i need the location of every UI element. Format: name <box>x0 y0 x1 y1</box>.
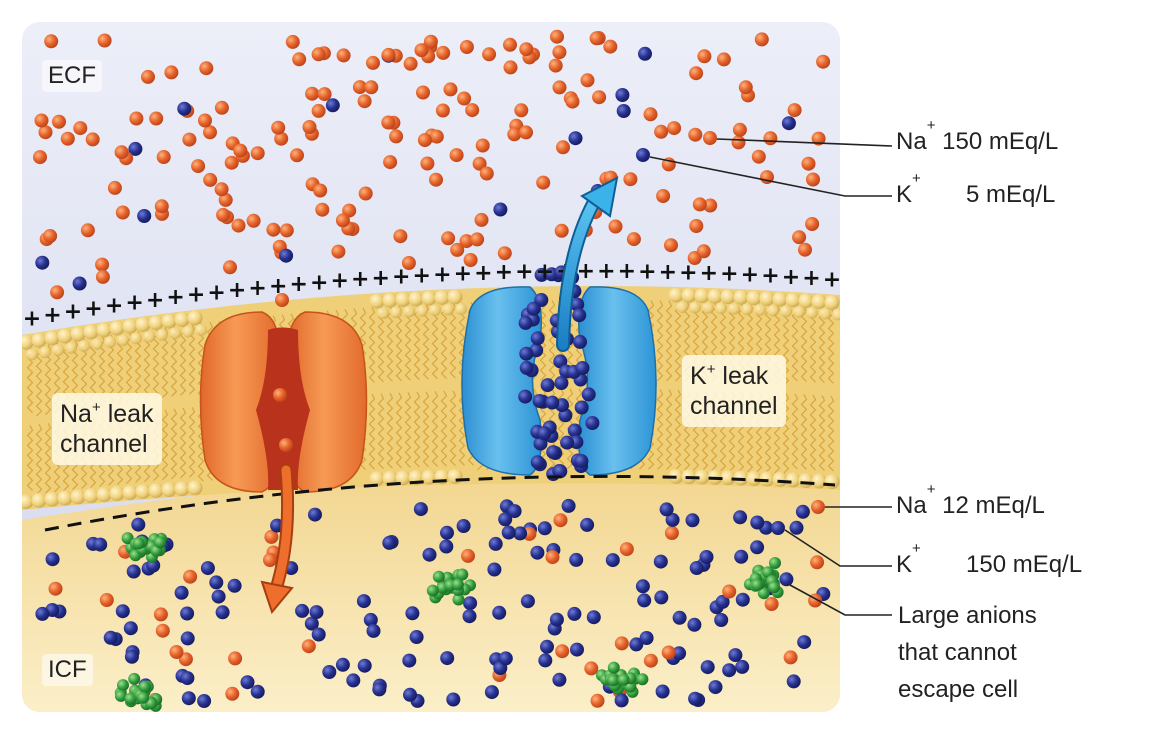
plus-charge: + <box>474 261 492 286</box>
plus-charge: + <box>23 306 41 331</box>
plus-charge: + <box>782 265 800 290</box>
anions-line-1: Large anions <box>898 602 1037 629</box>
k-channel-leak-word: leak <box>722 362 769 390</box>
plus-charge: + <box>166 285 184 310</box>
na-leak-channel <box>199 311 368 493</box>
icf-k-charge: + <box>912 540 921 557</box>
lipid-heads <box>22 287 840 510</box>
plus-charge: + <box>228 278 246 303</box>
icf-k-ion: K <box>896 551 913 578</box>
ecf-na-value: 150 mEq/L <box>942 128 1059 155</box>
plus-charge: + <box>679 260 697 285</box>
ecf-k-value: 5 mEq/L <box>966 181 1056 208</box>
plus-charge: + <box>330 269 348 294</box>
plus-charge: + <box>536 259 554 284</box>
plus-charge: + <box>823 267 841 292</box>
plus-charge: + <box>392 265 410 290</box>
plus-charge: + <box>618 259 636 284</box>
ecf-na-concentration: Na+ 150 mEq/L <box>896 118 1059 156</box>
icf-k-concentration: K+ 150 mEq/L <box>896 541 1126 581</box>
na-channel-ion: Na <box>60 400 92 428</box>
ecf-label: ECF <box>42 60 102 92</box>
icf-na-concentration: Na+ 12 mEq/L <box>896 482 1045 520</box>
plus-charge: + <box>700 261 718 286</box>
k-channel-ion: K <box>690 362 707 390</box>
k-channel-word: channel <box>690 392 778 420</box>
plus-charge: + <box>43 303 61 328</box>
icf-na-ion: Na <box>896 492 927 519</box>
icf-na-charge: + <box>926 481 936 498</box>
plus-charge: + <box>761 264 779 289</box>
k-efflux-arrow <box>556 176 619 352</box>
plus-charge: + <box>720 262 738 287</box>
na-channel-label: Na+ leak channel <box>52 393 162 465</box>
plus-charge: + <box>495 260 513 285</box>
inner-negative-charge-line <box>44 474 836 532</box>
plus-charge: + <box>577 259 595 284</box>
plus-charge: + <box>207 280 225 305</box>
plus-charge: + <box>269 274 287 299</box>
plus-charge: + <box>371 266 389 291</box>
plus-charge: + <box>125 291 143 316</box>
large-anions-label: Large anions that cannot escape cell <box>898 597 1037 708</box>
na-channel-word: channel <box>60 430 148 458</box>
plus-charge: + <box>84 297 102 322</box>
plus-charge: + <box>146 288 164 313</box>
ecf-na-charge: + <box>926 117 936 134</box>
large-anions <box>114 532 784 712</box>
plus-charge: + <box>187 283 205 308</box>
plus-charge: + <box>597 259 615 284</box>
plus-charge: + <box>310 270 328 295</box>
arrow-up-icon <box>580 176 619 218</box>
ecf-k-concentration: K+ 5 mEq/L <box>896 171 1096 211</box>
na-channel-leak-word: leak <box>107 400 154 428</box>
arrow-down-icon <box>260 580 294 615</box>
plus-charge: + <box>638 259 656 284</box>
plus-charge: + <box>289 272 307 297</box>
icf-label: ICF <box>42 654 93 686</box>
na-channel-charge: + <box>91 399 101 416</box>
plus-charge: + <box>802 266 820 291</box>
plus-charge: + <box>248 276 266 301</box>
ecf-na-ion: Na <box>896 128 927 155</box>
plus-charge: + <box>454 262 472 287</box>
plus-charge: + <box>351 267 369 292</box>
plus-charge: + <box>412 264 430 289</box>
plus-charge: + <box>659 260 677 285</box>
anions-line-2: that cannot <box>898 639 1017 666</box>
k-channel-label: K+ leak channel <box>682 355 786 427</box>
icf-na-value: 12 mEq/L <box>942 492 1045 519</box>
anions-line-3: escape cell <box>898 676 1019 703</box>
k-leak-channel <box>461 286 657 476</box>
outer-positive-charges: ++++++++++++++++++++++++++++++++++++++++ <box>23 259 841 331</box>
plus-charge: + <box>64 300 82 325</box>
na-ions-in-channel <box>263 293 293 567</box>
plus-charge: + <box>433 263 451 288</box>
plus-charge: + <box>741 263 759 288</box>
na-influx-arrow <box>260 463 295 615</box>
ion-particles <box>33 29 831 708</box>
plus-charge: + <box>105 294 123 319</box>
k-channel-charge: + <box>706 361 716 378</box>
ecf-k-ion: K <box>896 181 913 208</box>
plus-charge: + <box>515 260 533 285</box>
leader-lines <box>649 138 893 616</box>
icf-k-value: 150 mEq/L <box>966 551 1083 578</box>
ecf-k-charge: + <box>912 170 921 187</box>
